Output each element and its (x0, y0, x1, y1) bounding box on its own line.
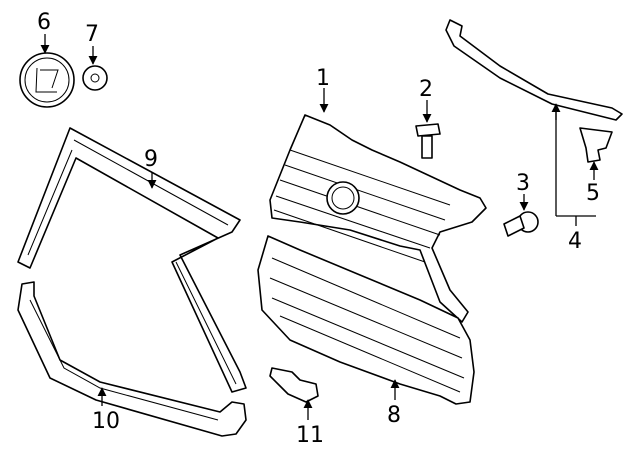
lower-molding-part (17, 281, 247, 437)
lower-grille-part (257, 235, 475, 405)
radiator-grille-part (269, 114, 487, 323)
callout-labels: 6 7 1 2 3 9 5 4 8 10 11 (37, 10, 600, 448)
callout-11: 11 (296, 423, 324, 448)
callout-9: 9 (144, 147, 158, 172)
callout-2: 2 (419, 77, 433, 102)
callout-10: 10 (92, 409, 120, 434)
callout-5: 5 (586, 181, 600, 206)
emblem-washer-part (82, 65, 108, 91)
screw-part (503, 211, 539, 237)
callout-1: 1 (316, 66, 330, 91)
seal-strip-part (445, 19, 623, 121)
clip-part (579, 127, 613, 163)
callout-8: 8 (387, 403, 401, 428)
leader-lines (40, 34, 599, 420)
callout-4: 4 (568, 229, 582, 254)
grille-bracket-part (269, 367, 319, 403)
emblem-part (19, 52, 75, 108)
callout-6: 6 (37, 10, 51, 35)
bolt-part (415, 123, 441, 159)
callout-7: 7 (85, 22, 99, 47)
callout-3: 3 (516, 171, 530, 196)
